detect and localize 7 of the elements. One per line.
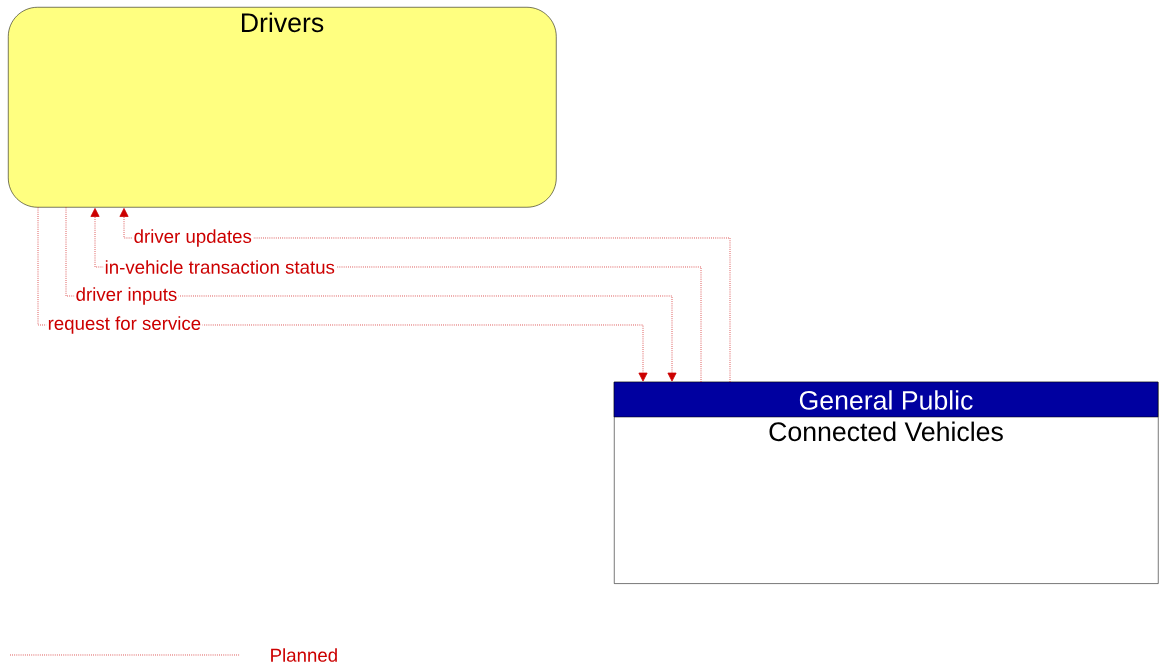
- edge-label: in-vehicle transaction status: [103, 258, 337, 276]
- edge-label: driver updates: [132, 227, 254, 249]
- edge-label: request for service: [46, 314, 203, 336]
- edge-label: driver inputs: [74, 285, 179, 307]
- system-box: General Public Connected Vehicles: [613, 381, 1159, 584]
- legend-label: Planned: [271, 648, 337, 662]
- actor-box: Drivers: [8, 7, 557, 208]
